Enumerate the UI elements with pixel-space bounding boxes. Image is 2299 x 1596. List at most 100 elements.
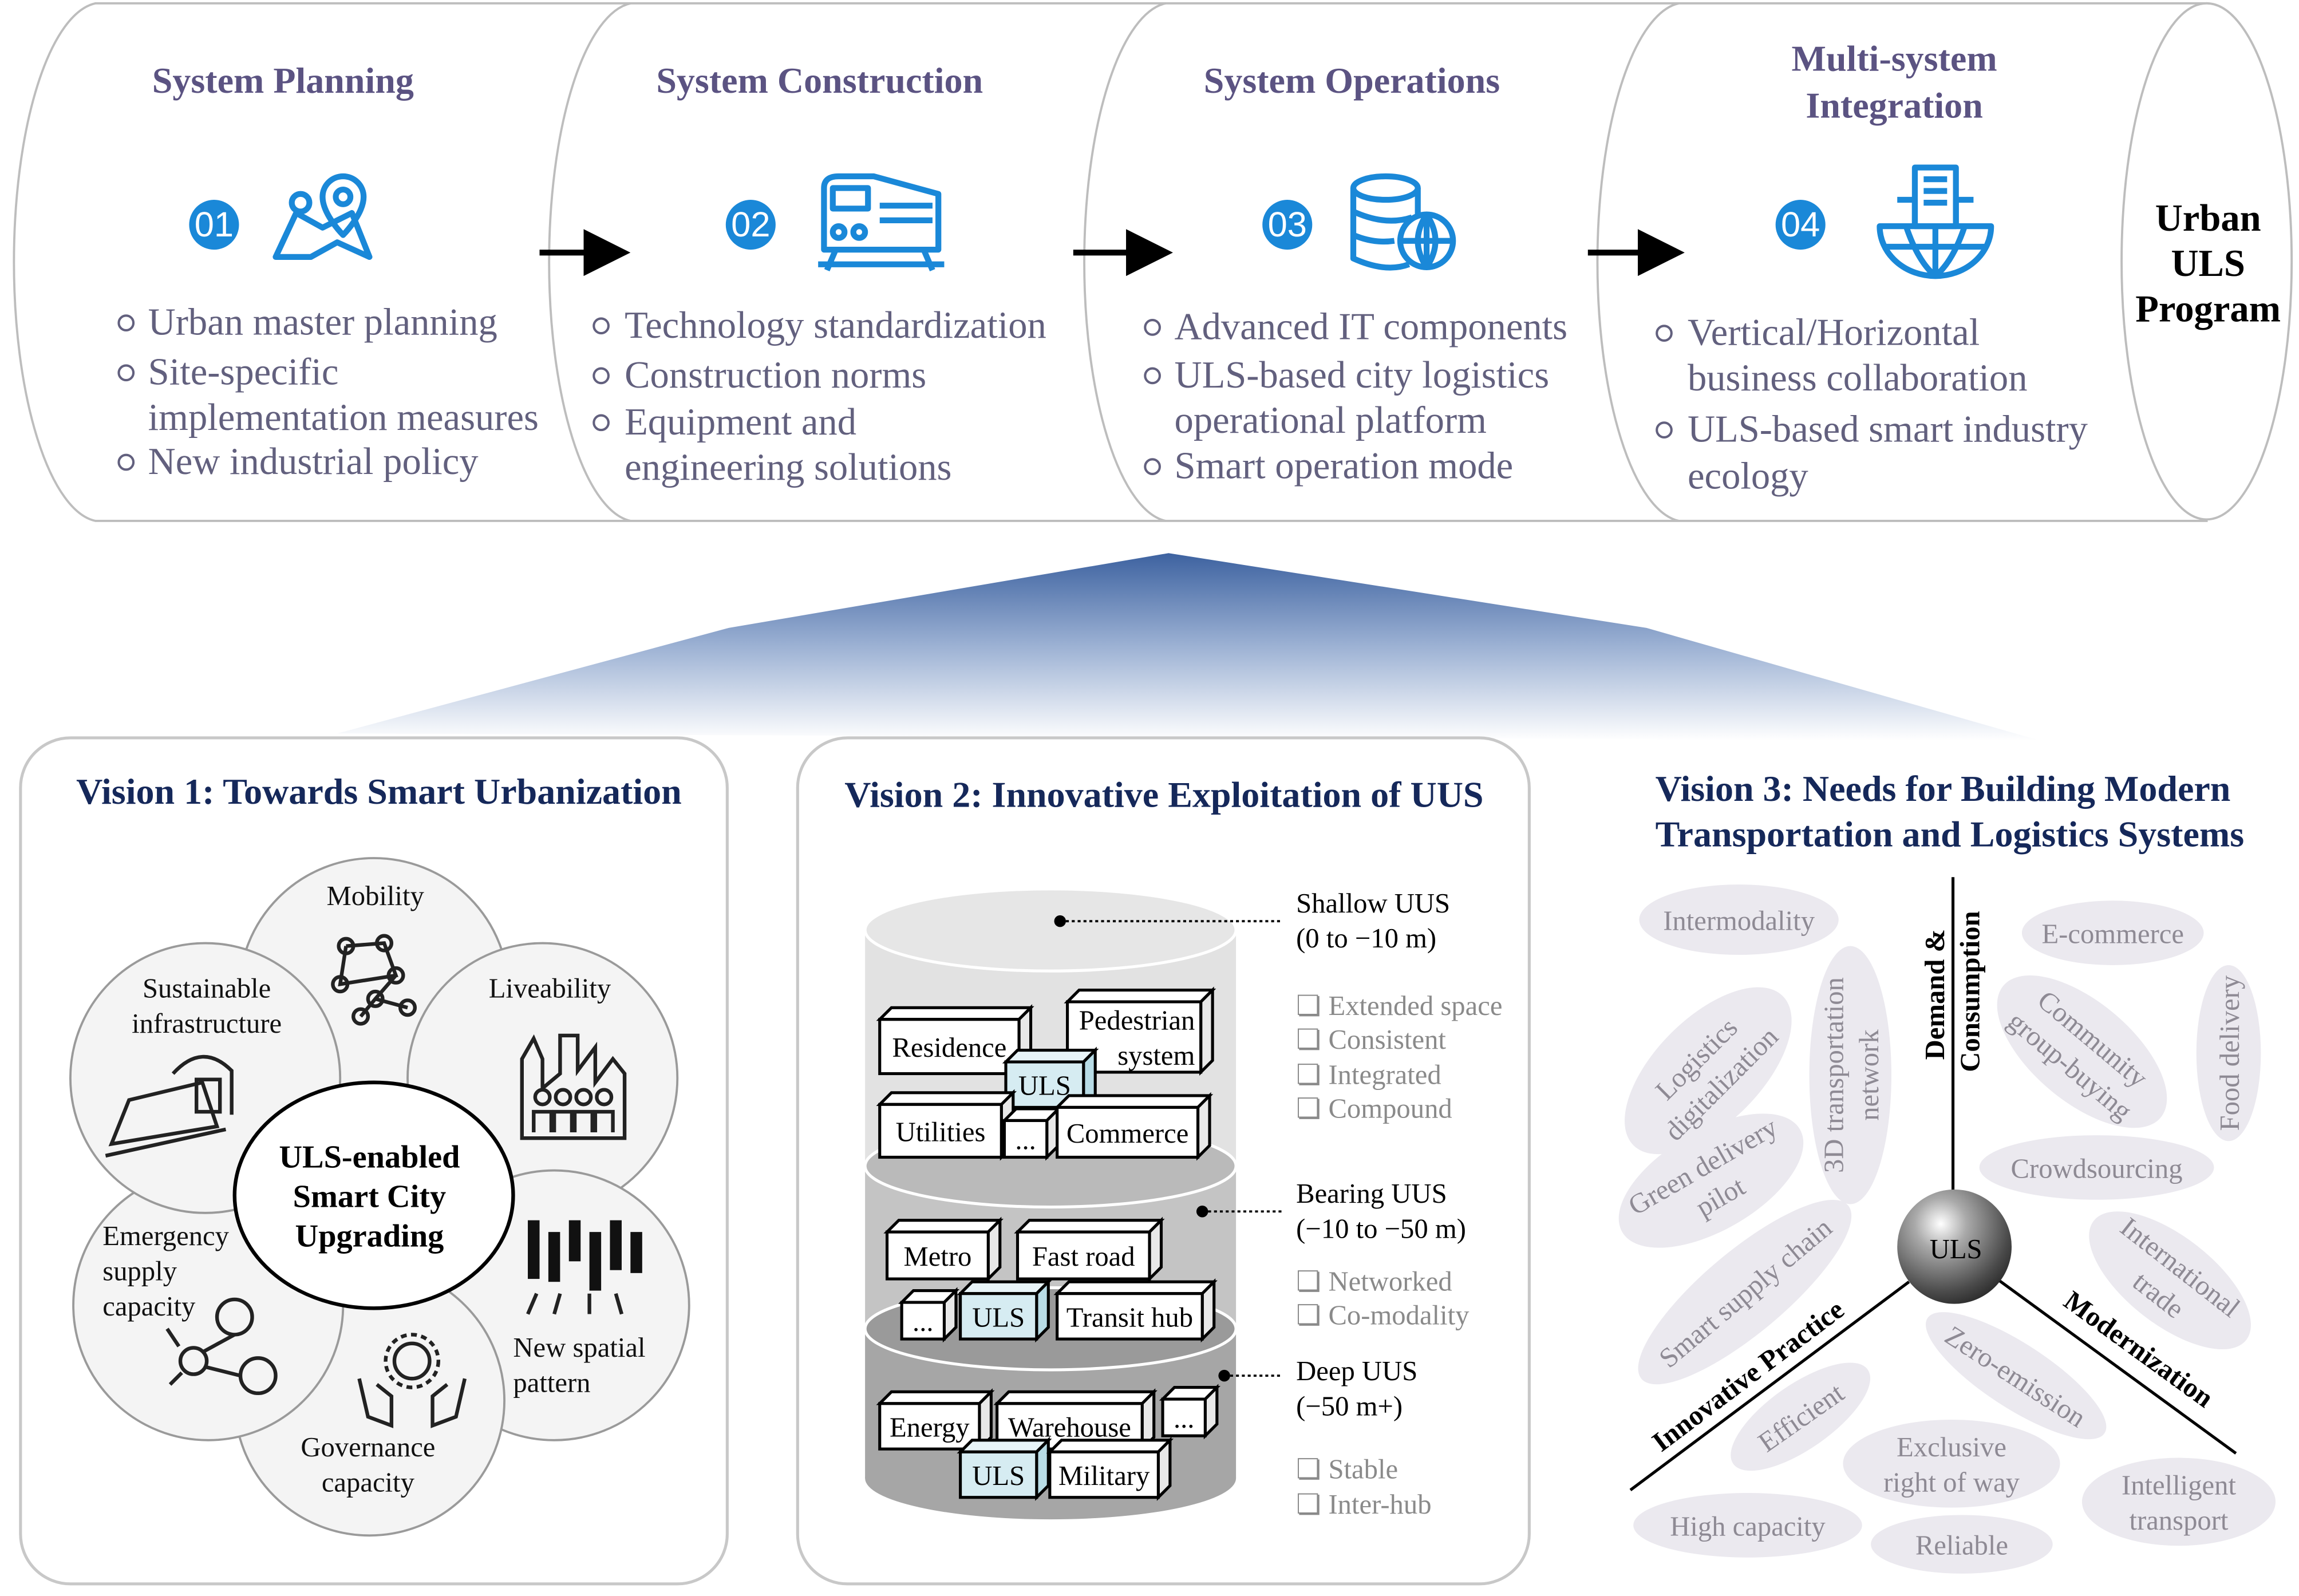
petal-label: Sustainable — [143, 973, 271, 1004]
train-tunnel-icon — [105, 1054, 234, 1158]
program-cap — [2120, 2, 2293, 521]
box-label: Transit hub — [1066, 1302, 1193, 1333]
program-label: ULS — [2171, 243, 2245, 285]
feature-label: Networked — [1328, 1266, 1452, 1297]
layer-name: Deep UUS — [1296, 1356, 1417, 1386]
band-outline — [13, 2, 2208, 522]
facility-box: Transit hub — [1053, 1278, 1218, 1343]
stage-bullet-text: Equipment and — [625, 401, 856, 443]
vision-3-panel: Vision 3: Needs for Building ModernTrans… — [1618, 768, 2276, 1574]
facility-box: Utilities — [876, 1089, 1017, 1161]
uls-hub-label: ULS — [1930, 1234, 1982, 1265]
stage-bullet-text: engineering solutions — [625, 447, 951, 488]
facility-box: ... — [1001, 1105, 1062, 1161]
petal-label: capacity — [322, 1467, 415, 1498]
need-label: 3D transportation — [1818, 977, 1849, 1173]
petal-label: supply — [102, 1256, 177, 1287]
need-label: Food delivery — [2214, 975, 2245, 1131]
crowd-city-icon — [520, 1033, 627, 1140]
need-label: E-commerce — [2041, 919, 2184, 950]
need-label: transport — [2129, 1505, 2228, 1536]
box-label: ... — [913, 1306, 933, 1337]
stage-bullet-text: ecology — [1688, 456, 1808, 497]
layer-depth: (−50 m+) — [1296, 1390, 1403, 1421]
stage-divider — [1083, 2, 1166, 522]
box-label: Metro — [903, 1241, 971, 1272]
uls-hub-sphere — [1897, 1189, 2012, 1304]
petal-label: Emergency — [102, 1220, 229, 1251]
need-ellipse: Food delivery — [2196, 965, 2261, 1141]
box-label: Fast road — [1032, 1241, 1135, 1272]
train-icon — [818, 173, 945, 271]
vision-2-panel: Vision 2: Innovative Exploitation of UUS… — [796, 736, 1531, 1586]
petal-label: pattern — [513, 1367, 590, 1398]
axis-line — [1629, 1281, 1910, 1491]
bullet-icon — [117, 453, 135, 471]
facility-box: Metro — [883, 1216, 1004, 1283]
step-number-badge — [1262, 200, 1313, 250]
step-number: 03 — [1268, 205, 1307, 244]
need-label: right of way — [1883, 1467, 2020, 1498]
stage-4: Multi-systemIntegration04Vertical/Horizo… — [1656, 38, 2088, 497]
facility-box: Energy — [876, 1388, 995, 1453]
need-label: Intermodality — [1663, 906, 1815, 937]
box-label: ULS — [972, 1302, 1025, 1333]
map-pin-icon — [272, 173, 373, 260]
stage-title: System Planning — [152, 60, 414, 101]
feature-label: Inter-hub — [1328, 1489, 1431, 1520]
bullet-icon — [1144, 318, 1161, 336]
need-label: network — [1854, 1029, 1885, 1121]
step-number-badge — [189, 200, 239, 250]
bullet-icon — [592, 317, 610, 335]
stage-bullet-text: Advanced IT components — [1175, 306, 1568, 347]
need-ellipse: Crowdsourcing — [1979, 1135, 2214, 1200]
stage-bullet-text: ULS-based city logistics — [1175, 354, 1550, 396]
need-ellipse: Intermodality — [1639, 884, 1839, 955]
bullet-icon — [117, 314, 135, 332]
layer-depth: (−10 to −50 m) — [1296, 1213, 1466, 1244]
box-label: ULS — [1018, 1070, 1071, 1101]
upward-arrow-wedge — [337, 553, 2041, 741]
layer-depth: (0 to −10 m) — [1296, 923, 1436, 954]
checkbox-icon: ❏ — [1296, 1059, 1321, 1090]
stage-title: System Operations — [1204, 60, 1500, 101]
checkbox-icon: ❏ — [1296, 1266, 1321, 1297]
bullet-icon — [1144, 367, 1161, 385]
facility-box: Commerce — [1053, 1092, 1214, 1161]
supply-network-icon — [165, 1297, 278, 1396]
need-label: Exclusive — [1897, 1432, 2006, 1463]
box-label: Energy — [890, 1412, 970, 1443]
need-label: High capacity — [1670, 1511, 1826, 1542]
stage-bullet-text: business collaboration — [1688, 357, 2028, 399]
step-number-badge — [725, 200, 776, 250]
facility-box: Residence — [876, 1004, 1034, 1077]
stage-bullet-text: Construction norms — [625, 354, 926, 396]
stage-title: Integration — [1806, 85, 1982, 126]
vision-3-title: Transportation and Logistics Systems — [1656, 814, 2245, 855]
box-label: Military — [1058, 1460, 1150, 1491]
center-circle — [232, 1080, 515, 1310]
box-label: ... — [1015, 1124, 1036, 1155]
center-label: Smart City — [293, 1179, 447, 1215]
feature-label: Extended space — [1328, 990, 1502, 1021]
program-label: Urban — [2155, 197, 2261, 239]
vision-1-title: Vision 1: Towards Smart Urbanization — [76, 771, 682, 812]
need-label: Crowdsourcing — [2011, 1153, 2183, 1184]
petal-label: Mobility — [327, 880, 425, 911]
box-label: Utilities — [896, 1116, 986, 1147]
box-label: ULS — [972, 1460, 1025, 1491]
vision-2-title: Vision 2: Innovative Exploitation of UUS — [844, 774, 1483, 815]
box-label: Commerce — [1066, 1118, 1188, 1149]
barcode-people-icon — [526, 1220, 642, 1315]
stage-divider — [1596, 2, 1680, 522]
feature-label: Co-modality — [1328, 1299, 1470, 1330]
layer-name: Shallow UUS — [1296, 888, 1450, 919]
stage-bullet-text: Urban master planning — [148, 302, 497, 343]
vision-3-title: Vision 3: Needs for Building Modern — [1656, 768, 2231, 809]
facility-box: Military — [1046, 1436, 1174, 1501]
petal-label: capacity — [102, 1291, 196, 1322]
